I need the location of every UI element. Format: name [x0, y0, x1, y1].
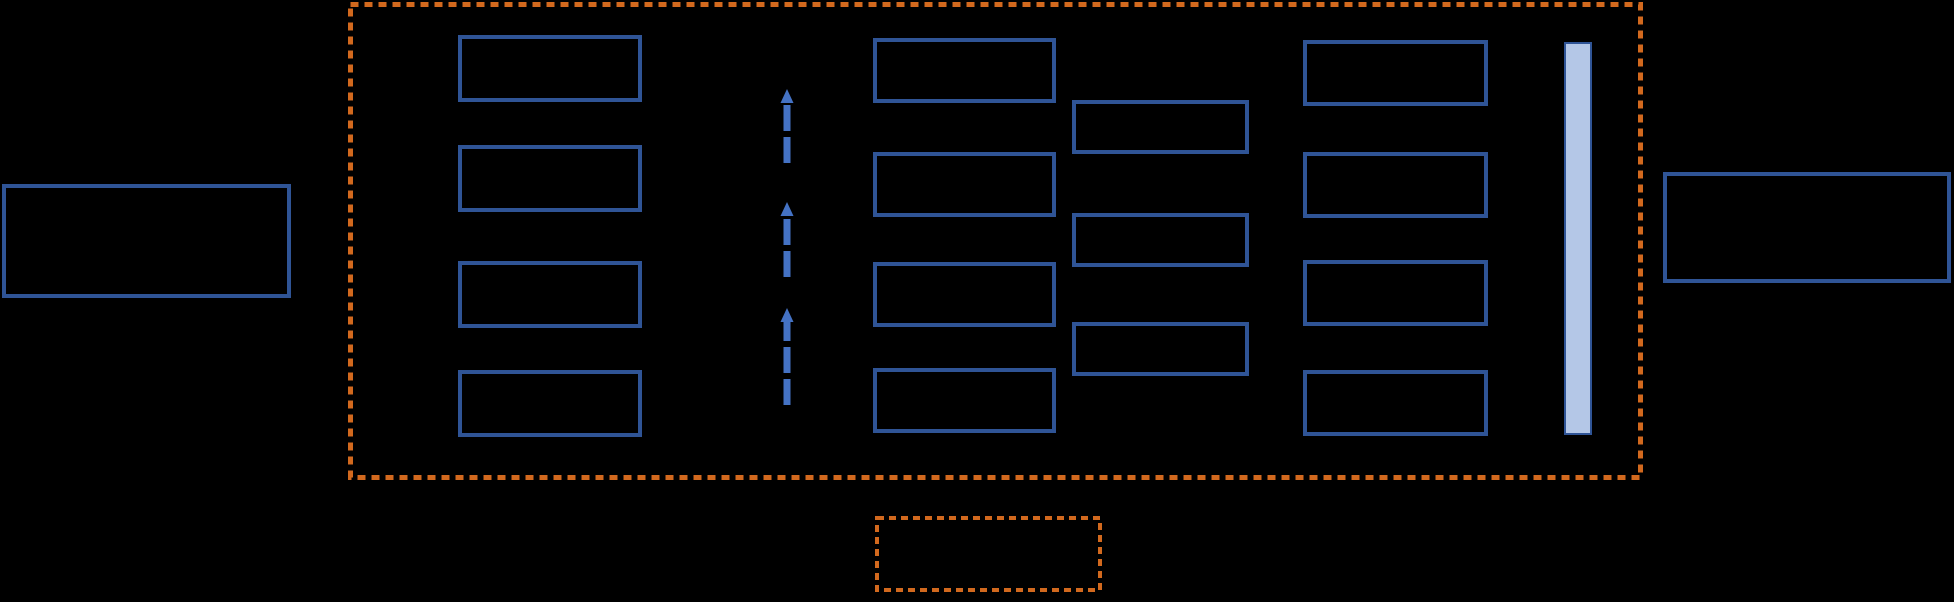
right-column-box-1 — [1303, 40, 1488, 106]
staggered-column-box-3 — [1072, 322, 1249, 376]
up-arrow-2 — [780, 202, 794, 277]
up-arrow-1 — [780, 89, 794, 163]
up-arrow-3 — [780, 308, 794, 405]
middle-column-box-3 — [873, 262, 1056, 327]
middle-column-box-1 — [873, 38, 1056, 103]
output-box — [1663, 172, 1951, 283]
right-column-box-2 — [1303, 152, 1488, 218]
middle-column-box-4 — [873, 368, 1056, 433]
legend-dashed-box — [875, 516, 1102, 592]
staggered-column-box-1 — [1072, 100, 1249, 154]
vertical-bar — [1564, 42, 1592, 435]
left-column-box-4 — [458, 370, 642, 437]
left-column-box-2 — [458, 145, 642, 212]
right-column-box-4 — [1303, 370, 1488, 436]
left-column-box-3 — [458, 261, 642, 328]
right-column-box-3 — [1303, 260, 1488, 326]
staggered-column-box-2 — [1072, 213, 1249, 267]
input-box — [2, 184, 291, 298]
left-column-box-1 — [458, 35, 642, 102]
middle-column-box-2 — [873, 152, 1056, 217]
legend-dashed-box-border — [875, 516, 1102, 592]
